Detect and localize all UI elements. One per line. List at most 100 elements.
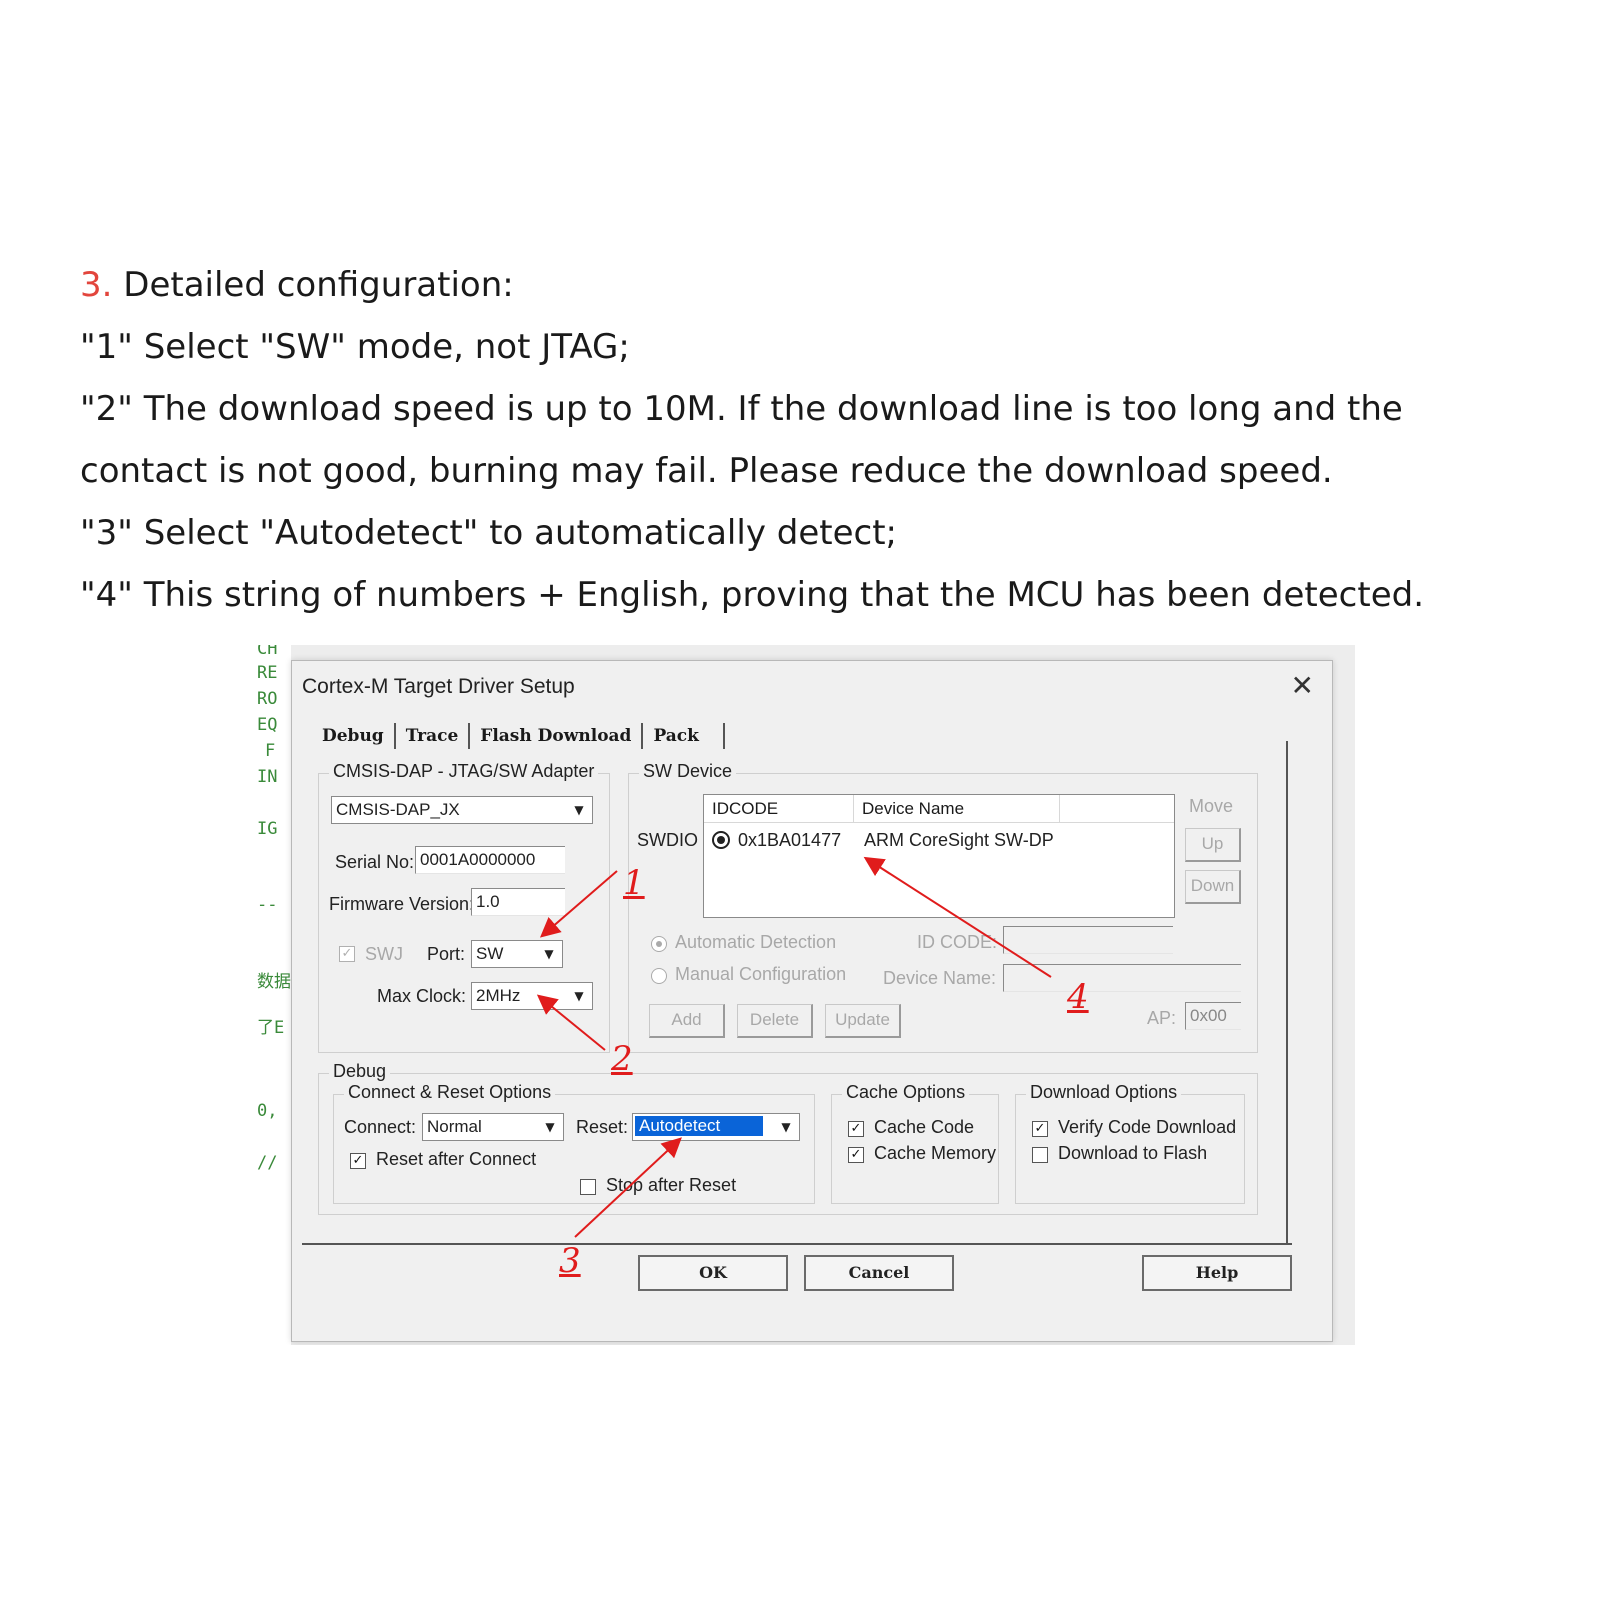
automatic-detection-radio[interactable] [651, 936, 667, 952]
cache-memory-label: Cache Memory [874, 1143, 997, 1163]
row-device-name: ARM CoreSight SW-DP [864, 830, 1054, 850]
step-title: Detailed configuration: [112, 265, 514, 305]
tab-debug[interactable]: Debug [312, 723, 396, 749]
cache-options-label: Cache Options [842, 1082, 970, 1103]
adapter-group-label: CMSIS-DAP - JTAG/SW Adapter [329, 761, 599, 782]
annotation-2: 2 [611, 1039, 633, 1079]
arrow-2 [536, 994, 606, 1051]
up-button[interactable]: Up [1185, 828, 1241, 862]
target-radio-icon [712, 831, 730, 849]
instruction-line-2: "1" Select "SW" mode, not JTAG; [80, 327, 630, 367]
debug-group-label: Debug [329, 1061, 391, 1082]
manual-configuration-label: Manual Configuration [675, 964, 847, 984]
add-button[interactable]: Add [649, 1004, 725, 1038]
sw-device-group-label: SW Device [639, 761, 737, 782]
chevron-down-icon: ▼ [574, 803, 584, 817]
device-name-field[interactable] [1003, 964, 1241, 992]
arrow-3 [574, 1137, 682, 1238]
instruction-line-3: "2" The download speed is up to 10M. If … [80, 389, 1403, 491]
target-driver-dialog: Cortex-M Target Driver Setup ✕ Debug Tra… [291, 660, 1333, 1342]
swdio-label: SWDIO [637, 830, 698, 850]
ap-field[interactable]: 0x00 [1185, 1002, 1241, 1030]
adapter-value: CMSIS-DAP_JX [336, 800, 460, 819]
reset-after-connect-label: Reset after Connect [376, 1149, 537, 1169]
verify-code-checkbox[interactable]: ✓ [1032, 1121, 1048, 1137]
instructions: 3. Detailed configuration: "1" Select "S… [80, 254, 1530, 626]
download-flash-label: Download to Flash [1058, 1143, 1208, 1163]
download-options-label: Download Options [1026, 1082, 1182, 1103]
download-flash-checkbox[interactable] [1032, 1147, 1048, 1163]
port-select[interactable]: SW ▼ [471, 940, 563, 968]
col-idcode[interactable]: IDCODE [704, 795, 854, 823]
ap-value: 0x00 [1190, 1006, 1227, 1025]
cancel-button[interactable]: Cancel [804, 1255, 954, 1291]
cache-memory-checkbox[interactable]: ✓ [848, 1147, 864, 1163]
close-icon[interactable]: ✕ [1290, 669, 1314, 702]
code-line: RO [257, 689, 278, 709]
delete-button[interactable]: Delete [737, 1004, 813, 1038]
manual-configuration-radio[interactable] [651, 968, 667, 984]
cache-code-label: Cache Code [874, 1117, 975, 1137]
adapter-select[interactable]: CMSIS-DAP_JX ▼ [331, 796, 593, 824]
annotation-4: 4 [1067, 977, 1089, 1017]
max-clock-select[interactable]: 2MHz ▼ [471, 982, 593, 1010]
debug-group: Debug Connect & Reset Options Connect: N… [318, 1061, 1258, 1215]
code-line: // [257, 1153, 278, 1173]
code-line: F [265, 741, 276, 761]
table-row[interactable]: 0x1BA01477 ARM CoreSight SW-DP [704, 827, 1174, 857]
code-line: IN [257, 767, 278, 787]
dialog-title: Cortex-M Target Driver Setup [302, 675, 575, 698]
cache-code-checkbox[interactable]: ✓ [848, 1121, 864, 1137]
code-line: IG [257, 819, 278, 839]
id-code-label: ID CODE: [917, 932, 998, 952]
tab-trace[interactable]: Trace [396, 723, 471, 749]
divider [302, 1243, 1292, 1245]
arrow-4 [863, 856, 1052, 978]
reset-label: Reset: [576, 1117, 629, 1137]
firmware-value: 1.0 [476, 892, 500, 911]
adapter-group: CMSIS-DAP - JTAG/SW Adapter CMSIS-DAP_JX… [318, 761, 610, 1053]
screenshot: CH RE RO EQ F IN IG -- 数据 了E 0, // Corte… [255, 645, 1355, 1345]
update-button[interactable]: Update [825, 1004, 901, 1038]
code-editor-strip: CH RE RO EQ F IN IG -- 数据 了E 0, // [255, 645, 291, 1345]
connect-label: Connect: [344, 1117, 417, 1137]
instruction-line-5: "4" This string of numbers + English, pr… [80, 575, 1424, 615]
verify-code-label: Verify Code Download [1058, 1117, 1237, 1137]
connect-reset-group: Connect & Reset Options Connect: Normal … [333, 1082, 815, 1204]
move-label: Move [1189, 796, 1234, 816]
download-options-group: Download Options ✓ Verify Code Download … [1015, 1082, 1245, 1204]
reset-value: Autodetect [635, 1116, 763, 1136]
stop-after-reset-checkbox[interactable] [580, 1179, 596, 1195]
cache-options-group: Cache Options ✓ Cache Code ✓ Cache Memor… [831, 1082, 999, 1204]
device-list[interactable]: IDCODE Device Name 0x1BA01477 ARM CoreSi… [703, 794, 1175, 918]
connect-reset-label: Connect & Reset Options [344, 1082, 556, 1103]
chevron-down-icon: ▼ [545, 1120, 555, 1134]
swj-checkbox[interactable]: ✓ [339, 946, 355, 962]
reset-select[interactable]: Autodetect ▼ [632, 1113, 800, 1141]
instruction-line-1: 3. Detailed configuration: [80, 254, 1530, 316]
help-button[interactable]: Help [1142, 1255, 1292, 1291]
tab-pack[interactable]: Pack [643, 723, 726, 749]
firmware-field[interactable]: 1.0 [471, 888, 565, 916]
firmware-label: Firmware Version: [329, 894, 475, 914]
code-line: -- [257, 895, 278, 915]
serial-value: 0001A0000000 [420, 850, 536, 869]
ap-label: AP: [1147, 1008, 1177, 1028]
device-name-label: Device Name: [883, 968, 997, 988]
max-clock-label: Max Clock: [377, 986, 467, 1006]
chevron-down-icon: ▼ [781, 1120, 791, 1134]
swj-label: SWJ [365, 944, 403, 964]
stop-after-reset-label: Stop after Reset [606, 1175, 737, 1195]
reset-after-connect-checkbox[interactable]: ✓ [350, 1153, 366, 1169]
annotation-1: 1 [623, 863, 645, 903]
connect-value: Normal [427, 1117, 482, 1136]
down-button[interactable]: Down [1185, 870, 1241, 904]
id-code-field[interactable] [1003, 926, 1173, 954]
instruction-line-4: "3" Select "Autodetect" to automatically… [80, 513, 897, 553]
automatic-detection-label: Automatic Detection [675, 932, 837, 952]
connect-select[interactable]: Normal ▼ [422, 1113, 564, 1141]
col-device-name[interactable]: Device Name [854, 795, 1060, 823]
serial-field[interactable]: 0001A0000000 [415, 846, 565, 874]
tab-flash-download[interactable]: Flash Download [470, 723, 644, 749]
ok-button[interactable]: OK [638, 1255, 788, 1291]
